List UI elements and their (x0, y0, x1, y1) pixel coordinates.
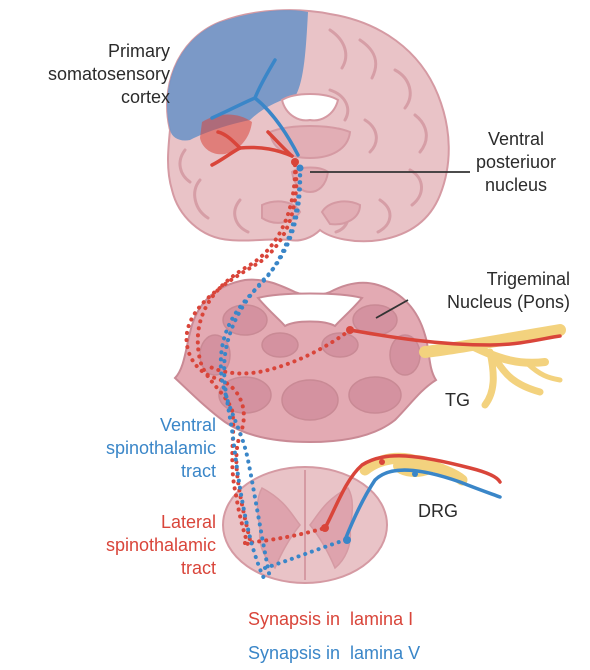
label-cortex-line1: Primary (48, 40, 170, 63)
label-lateral-line1: Lateral (106, 511, 216, 534)
label-ventral-line2: spinothalamic (106, 437, 216, 460)
label-trigeminal-nucleus: Trigeminal Nucleus (Pons) (447, 268, 570, 314)
label-lateral-line2: spinothalamic (106, 534, 216, 557)
brain-coronal-section (167, 10, 449, 241)
label-ventral-posterior-nucleus: Ventral posteriuor nucleus (476, 128, 556, 197)
label-trigeminal-line2: Nucleus (Pons) (447, 291, 570, 314)
label-drg: DRG (418, 500, 458, 523)
label-cortex-line2: somatosensory (48, 63, 170, 86)
label-tg: TG (445, 389, 470, 412)
label-vpn-line2: posteriuor (476, 151, 556, 174)
label-ventral-line1: Ventral (106, 414, 216, 437)
label-trigeminal-line1: Trigeminal (447, 268, 570, 291)
label-cortex-line3: cortex (48, 86, 170, 109)
label-vpn-line3: nucleus (476, 174, 556, 197)
label-ventral-spinothalamic-tract: Ventral spinothalamic tract (106, 414, 216, 483)
label-ventral-line3: tract (106, 460, 216, 483)
label-lateral-line3: tract (106, 557, 216, 580)
label-lateral-spinothalamic-tract: Lateral spinothalamic tract (106, 511, 216, 580)
label-vpn-line1: Ventral (476, 128, 556, 151)
label-primary-somatosensory-cortex: Primary somatosensory cortex (48, 40, 170, 109)
label-synapse-lamina-v: Synapsis in lamina V (248, 642, 420, 665)
label-synapse-lamina-i: Synapsis in lamina I (248, 608, 413, 631)
